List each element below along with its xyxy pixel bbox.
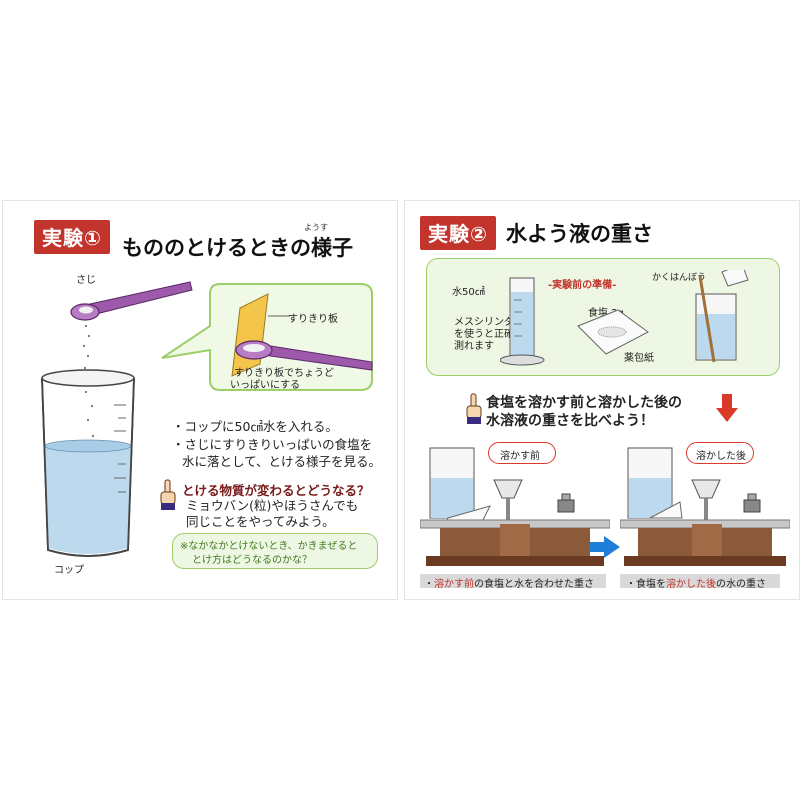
prep-illustration	[500, 270, 749, 366]
cup-label: コップ	[54, 565, 84, 576]
right-arrow-icon	[590, 536, 620, 558]
cylinder-label-1: メスシリンダー	[454, 317, 524, 328]
balance-after-illustration	[620, 447, 790, 566]
cup-and-spoon-illustration	[41, 281, 193, 557]
bubble-after	[686, 442, 754, 464]
callout-text-1: すりきり板でちょうど	[234, 368, 334, 379]
bullet-2-line2: 水に落として、とける様子を見る。	[182, 454, 382, 469]
bubble-before-text: 溶かす前	[500, 451, 540, 462]
bubble-after-text: 溶かした後	[696, 451, 746, 462]
note-text-1: ※なかなかとけないとき、かきまぜると	[180, 541, 358, 552]
caption-bar-before	[420, 574, 606, 588]
caption-before-red: 溶かす前	[434, 579, 474, 590]
title-ruby: ようす	[304, 223, 328, 232]
pointing-hand-icon-2	[466, 393, 482, 424]
note-box	[172, 533, 378, 569]
water-label: 水50㎠	[452, 287, 485, 298]
caption-after: ・食塩を溶かした後の水の重さ	[626, 575, 766, 590]
cylinder-label-2: を使うと正確に	[454, 329, 524, 340]
note-text-2: とけ方はどうなるのかな？	[192, 555, 312, 566]
caption-bar-after	[620, 574, 780, 588]
experiment1-badge: 実験①	[34, 220, 110, 254]
cylinder-label-3: 測れます	[454, 341, 494, 352]
caption-before: ・溶かす前の食塩と水を合わせた重さ	[424, 575, 594, 590]
try-text-2: 同じことをやってみよう。	[186, 514, 335, 529]
caption-after-pre: ・食塩を	[626, 579, 666, 590]
experiment2-badge: 実験②	[420, 216, 496, 250]
caption-before-post: の食塩と水を合わせた重さ	[474, 579, 594, 590]
caption-after-post: の水の重さ	[716, 579, 766, 590]
paper-label: 薬包紙	[624, 353, 654, 364]
experiment1-title: もののとけるときの様子	[122, 236, 353, 260]
compare-text-2: 水溶液の重さを比べよう！	[486, 413, 654, 429]
down-arrow-icon	[716, 394, 738, 422]
caption-after-red: 溶かした後	[666, 579, 716, 590]
question-text: とける物質が変わるとどうなる？	[182, 483, 370, 498]
experiment2-title: 水よう液の重さ	[506, 222, 653, 246]
bullet-2-line1: ・さじにすりきりいっぱいの食塩を	[172, 437, 373, 452]
balance-before-illustration	[420, 447, 610, 566]
pointing-hand-icon	[160, 479, 176, 510]
callout-text-2: いっぱいにする	[230, 380, 301, 391]
bubble-before	[488, 442, 556, 464]
callout-bubble	[161, 283, 373, 391]
prep-title: -実験前の準備-	[548, 280, 617, 291]
try-text-1: ミョウバン(粒)やほうさんでも	[186, 498, 359, 513]
salt-label: 食塩 2g	[588, 308, 624, 319]
compare-text-1: 食塩を溶かす前と溶かした後の	[486, 395, 682, 411]
stir-rod-label: かくはんぼう	[652, 273, 707, 283]
spoon-label: さじ	[76, 275, 96, 286]
caption-before-pre: ・	[424, 579, 434, 590]
board-label: すりきり板	[288, 314, 338, 325]
bullet-1: ・コップに50㎠水を入れる。	[172, 419, 338, 434]
